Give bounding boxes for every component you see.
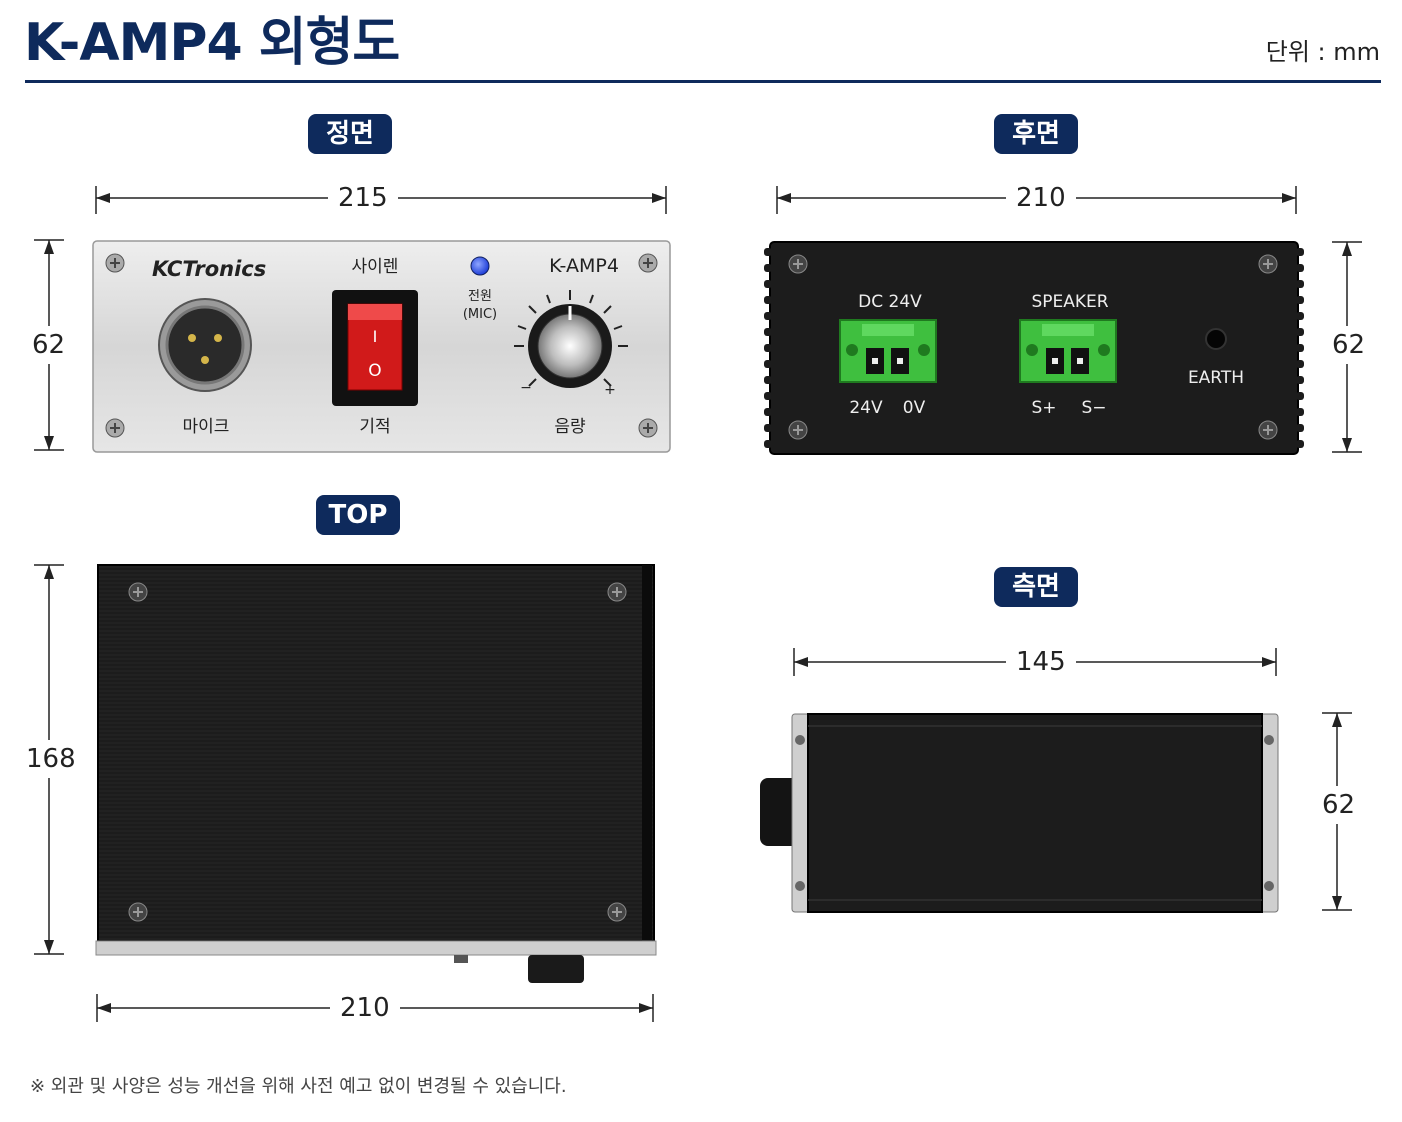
dc-terminal-block (839, 319, 937, 383)
front-screw-bl (105, 418, 125, 438)
dc-pin-24v-label: 24V (849, 398, 883, 418)
power-led (470, 256, 490, 276)
side-height-label: 62 (1322, 786, 1356, 824)
brand-logo: KCTronics (152, 257, 266, 281)
header-divider (25, 80, 1381, 83)
front-height-label: 62 (32, 326, 66, 364)
side-length-label: 145 (1006, 647, 1076, 677)
top-screw-tr (607, 582, 627, 602)
front-view-badge: 정면 (308, 114, 392, 154)
knob-minus-mark: − (520, 380, 532, 396)
side-volume-knob (760, 778, 800, 846)
page-title: K-AMP4 외형도 (24, 13, 400, 73)
top-view-body (95, 564, 657, 983)
whistle-label: 기적 (359, 417, 390, 437)
rear-height-dimension (1332, 241, 1362, 453)
front-screw-tl (105, 253, 125, 273)
power-sub-label: (MIC) (463, 307, 497, 322)
switch-off-mark: O (368, 361, 381, 381)
rear-panel: DC 24V SPEAKER EARTH 24V 0V S+ S− (764, 241, 1304, 455)
rear-screw-br (1258, 420, 1278, 440)
front-screw-br (638, 418, 658, 438)
earth-terminal (1205, 328, 1227, 350)
top-width-label: 210 (330, 993, 400, 1023)
dc-pin-0v-label: 0V (903, 398, 926, 418)
volume-label: 음량 (554, 417, 586, 437)
disclaimer-footnote: ※ 외관 및 사양은 성능 개선을 위해 사전 예고 없이 변경될 수 있습니다… (30, 1076, 567, 1097)
whistle-rocker-switch (332, 290, 418, 406)
rear-height-label: 62 (1332, 326, 1366, 364)
front-screw-tr (638, 253, 658, 273)
top-front-panel-edge (95, 940, 657, 956)
siren-label: 사이렌 (352, 257, 399, 277)
top-led-protrusion (454, 955, 468, 963)
power-label: 전원 (468, 289, 492, 304)
speaker-label: SPEAKER (1031, 292, 1108, 312)
volume-scale-ticks (514, 290, 628, 387)
front-panel: KCTronics 사이렌 전원 (MIC) K-AMP4 I O − + 마이… (92, 240, 671, 453)
rear-width-label: 210 (1006, 183, 1076, 213)
top-screw-tl (128, 582, 148, 602)
unit-label: 단위 : mm (1265, 38, 1380, 66)
knob-plus-mark: + (604, 382, 616, 398)
top-screw-br (607, 902, 627, 922)
speaker-pin-plus-label: S+ (1031, 398, 1056, 418)
rear-screw-tr (1258, 254, 1278, 274)
volume-knob (528, 304, 612, 388)
rear-view-badge: 후면 (994, 114, 1078, 154)
model-label: K-AMP4 (549, 255, 619, 277)
rear-heatsink-ribs (764, 248, 1304, 448)
dc-label: DC 24V (858, 292, 922, 312)
mic-label: 마이크 (183, 417, 230, 437)
top-depth-label: 168 (26, 740, 76, 778)
side-view-body (760, 713, 1279, 913)
top-volume-knob (528, 955, 584, 983)
speaker-terminal-block (1019, 319, 1117, 383)
mic-connector (158, 298, 252, 392)
switch-on-mark: I (373, 327, 378, 346)
rear-screw-bl (788, 420, 808, 440)
top-view-badge: TOP (316, 495, 400, 535)
rear-screw-tl (788, 254, 808, 274)
front-width-label: 215 (328, 183, 398, 213)
top-screw-bl (128, 902, 148, 922)
speaker-pin-minus-label: S− (1081, 398, 1106, 418)
earth-label: EARTH (1188, 368, 1244, 388)
side-view-badge: 측면 (994, 567, 1078, 607)
